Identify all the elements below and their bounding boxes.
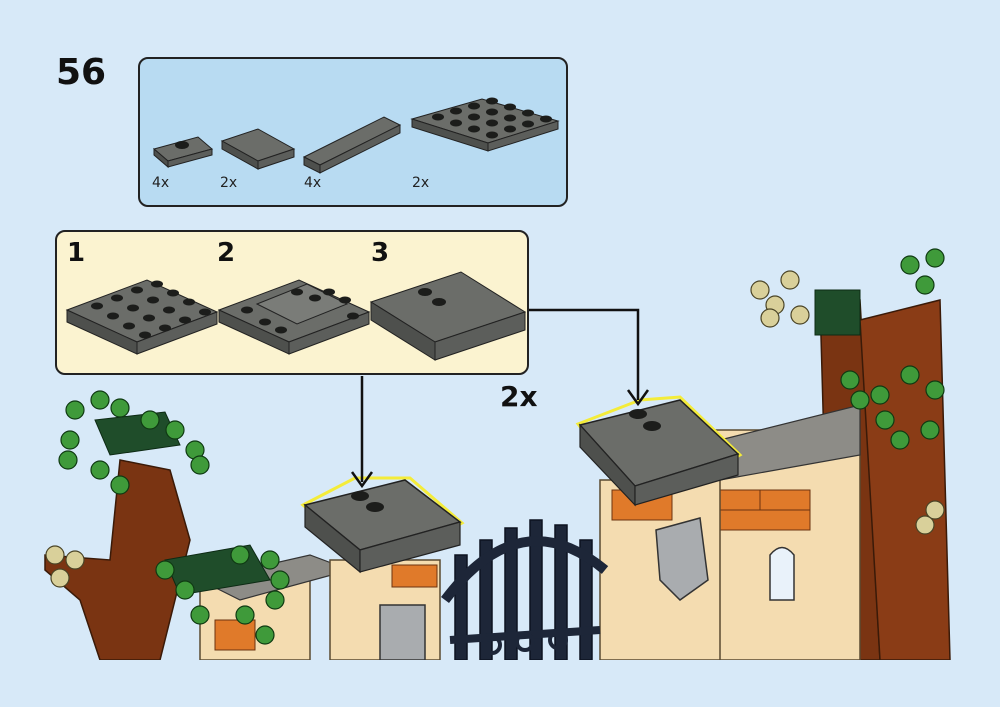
left-pillar: [329, 559, 441, 661]
substep-2-label: 2: [217, 238, 236, 268]
substep-illustrations: [65, 271, 527, 361]
part-qty-tile-2x2: 2x: [220, 175, 238, 191]
tan-leaves: [45, 270, 945, 588]
substep-3-plate: [369, 271, 527, 361]
left-pillar-cap: [300, 476, 465, 574]
parts-illustrations: [152, 97, 560, 174]
left-wall: [198, 554, 352, 661]
part-plate-4x4: [410, 97, 560, 152]
subassembly-panel: 1 2 3: [55, 230, 529, 375]
part-tile-1x4: [302, 116, 402, 174]
substep-3-label: 3: [371, 238, 390, 268]
substep-1-plate: [65, 279, 219, 355]
leaves: [58, 248, 945, 645]
right-pillar: [599, 479, 721, 661]
substep-1-label: 1: [67, 238, 86, 268]
part-qty-plate-1x2: 4x: [152, 175, 170, 191]
step-number: 56: [56, 52, 107, 93]
part-qty-tile-1x4: 4x: [304, 175, 322, 191]
part-plate-1x2-stud: [152, 136, 214, 169]
part-qty-plate-4x4: 2x: [412, 175, 430, 191]
right-wall: [709, 404, 861, 661]
substep-2-plate: [217, 279, 371, 355]
parts-list-panel: 4x 2x 4x 2x: [138, 57, 568, 207]
bottom-margin: [0, 660, 1000, 707]
assembly-arrows: [350, 308, 650, 489]
submodel-multiplier: 2x: [500, 380, 538, 413]
part-tile-2x2: [220, 128, 296, 170]
iron-gate: [441, 519, 609, 661]
right-pillar-cap: [575, 395, 743, 507]
